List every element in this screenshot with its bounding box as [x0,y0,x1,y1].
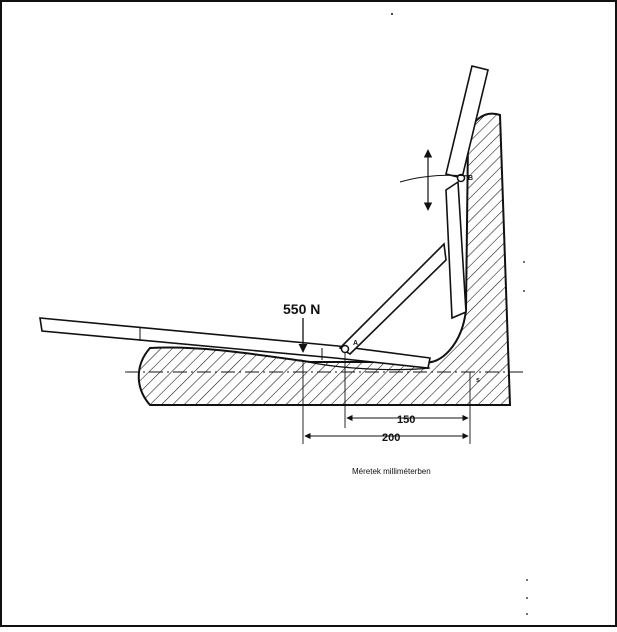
pedal-lever [39,317,431,369]
force-label: 550 N [283,301,320,317]
pivot-a [340,344,350,354]
point-a-label: A [353,340,358,347]
point-s-label: s [476,377,480,384]
seat-surface [299,359,431,371]
scan-speck [523,261,525,263]
pivot-b [456,173,466,183]
diagonal-strut [338,242,447,356]
rotation-arc [399,174,471,183]
scan-speck [526,597,528,599]
scan-speck [523,290,525,292]
caption: Méretek milliméterben [352,467,431,476]
point-b-label: B [468,175,473,182]
scan-speck [391,13,393,15]
dim-label-200: 200 [382,432,400,444]
vertical-plate [445,180,467,320]
hatched-body [137,112,512,406]
scan-speck [526,613,528,615]
scan-speck [526,579,528,581]
dim-label-150: 150 [397,414,415,426]
